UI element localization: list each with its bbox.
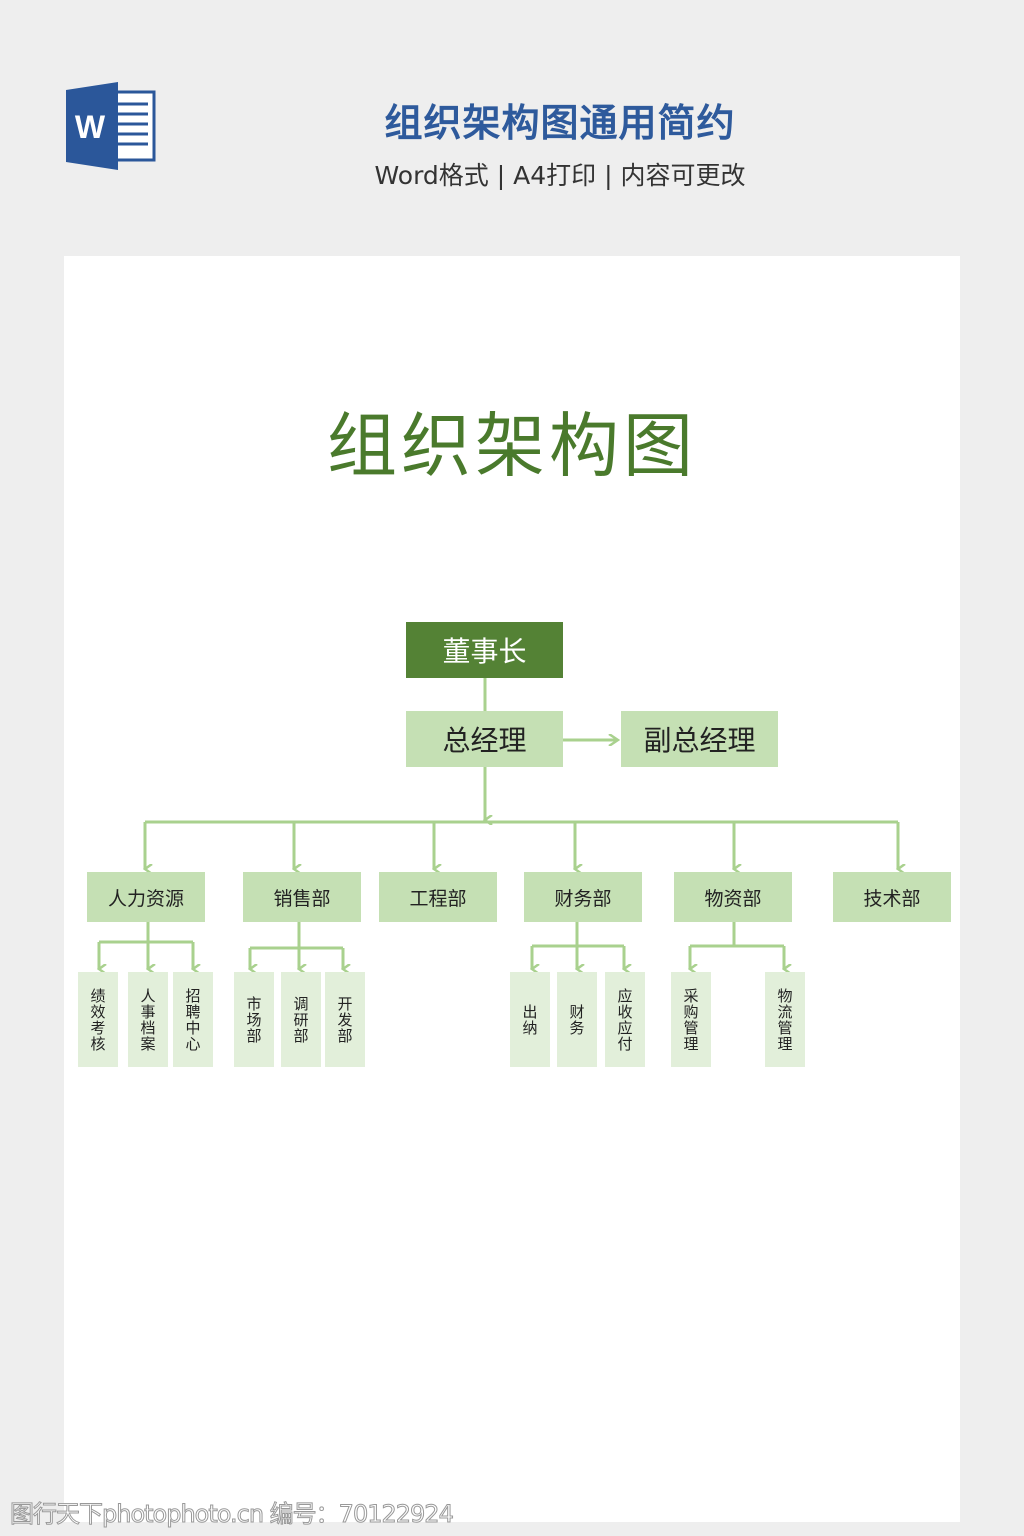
general-manager-box: 总经理 (406, 711, 563, 767)
dept-sales: 销售部 (243, 872, 361, 922)
dept-materials: 物资部 (674, 872, 792, 922)
word-icon: W (66, 82, 156, 170)
document-page (64, 256, 960, 1522)
svg-text:W: W (75, 109, 106, 145)
sub-unit: 招聘中心 (173, 972, 213, 1067)
dept-engineering: 工程部 (379, 872, 497, 922)
sub-unit: 出纳 (510, 972, 550, 1067)
document-title: 组织架构图 (327, 405, 697, 487)
sub-unit: 市场部 (234, 972, 274, 1067)
sub-unit: 人事档案 (128, 972, 168, 1067)
dept-tech: 技术部 (833, 872, 951, 922)
sub-unit: 财务 (557, 972, 597, 1067)
header-subtitle: Word格式 | A4打印 | 内容可更改 (374, 161, 746, 190)
dept-finance: 财务部 (524, 872, 642, 922)
chairman-box: 董事长 (406, 622, 563, 678)
sub-unit: 调研部 (281, 972, 321, 1067)
sub-unit: 开发部 (325, 972, 365, 1067)
watermark: 图行天下photophoto.cn 编号：70122924 (10, 1500, 455, 1529)
header-title: 组织架构图通用简约 (384, 101, 736, 145)
dept-hr: 人力资源 (87, 872, 205, 922)
sub-unit: 应收应付 (605, 972, 645, 1067)
sub-unit: 物流管理 (765, 972, 805, 1067)
sub-unit: 绩效考核 (78, 972, 118, 1067)
sub-unit: 采购管理 (671, 972, 711, 1067)
deputy-gm-box: 副总经理 (621, 711, 778, 767)
